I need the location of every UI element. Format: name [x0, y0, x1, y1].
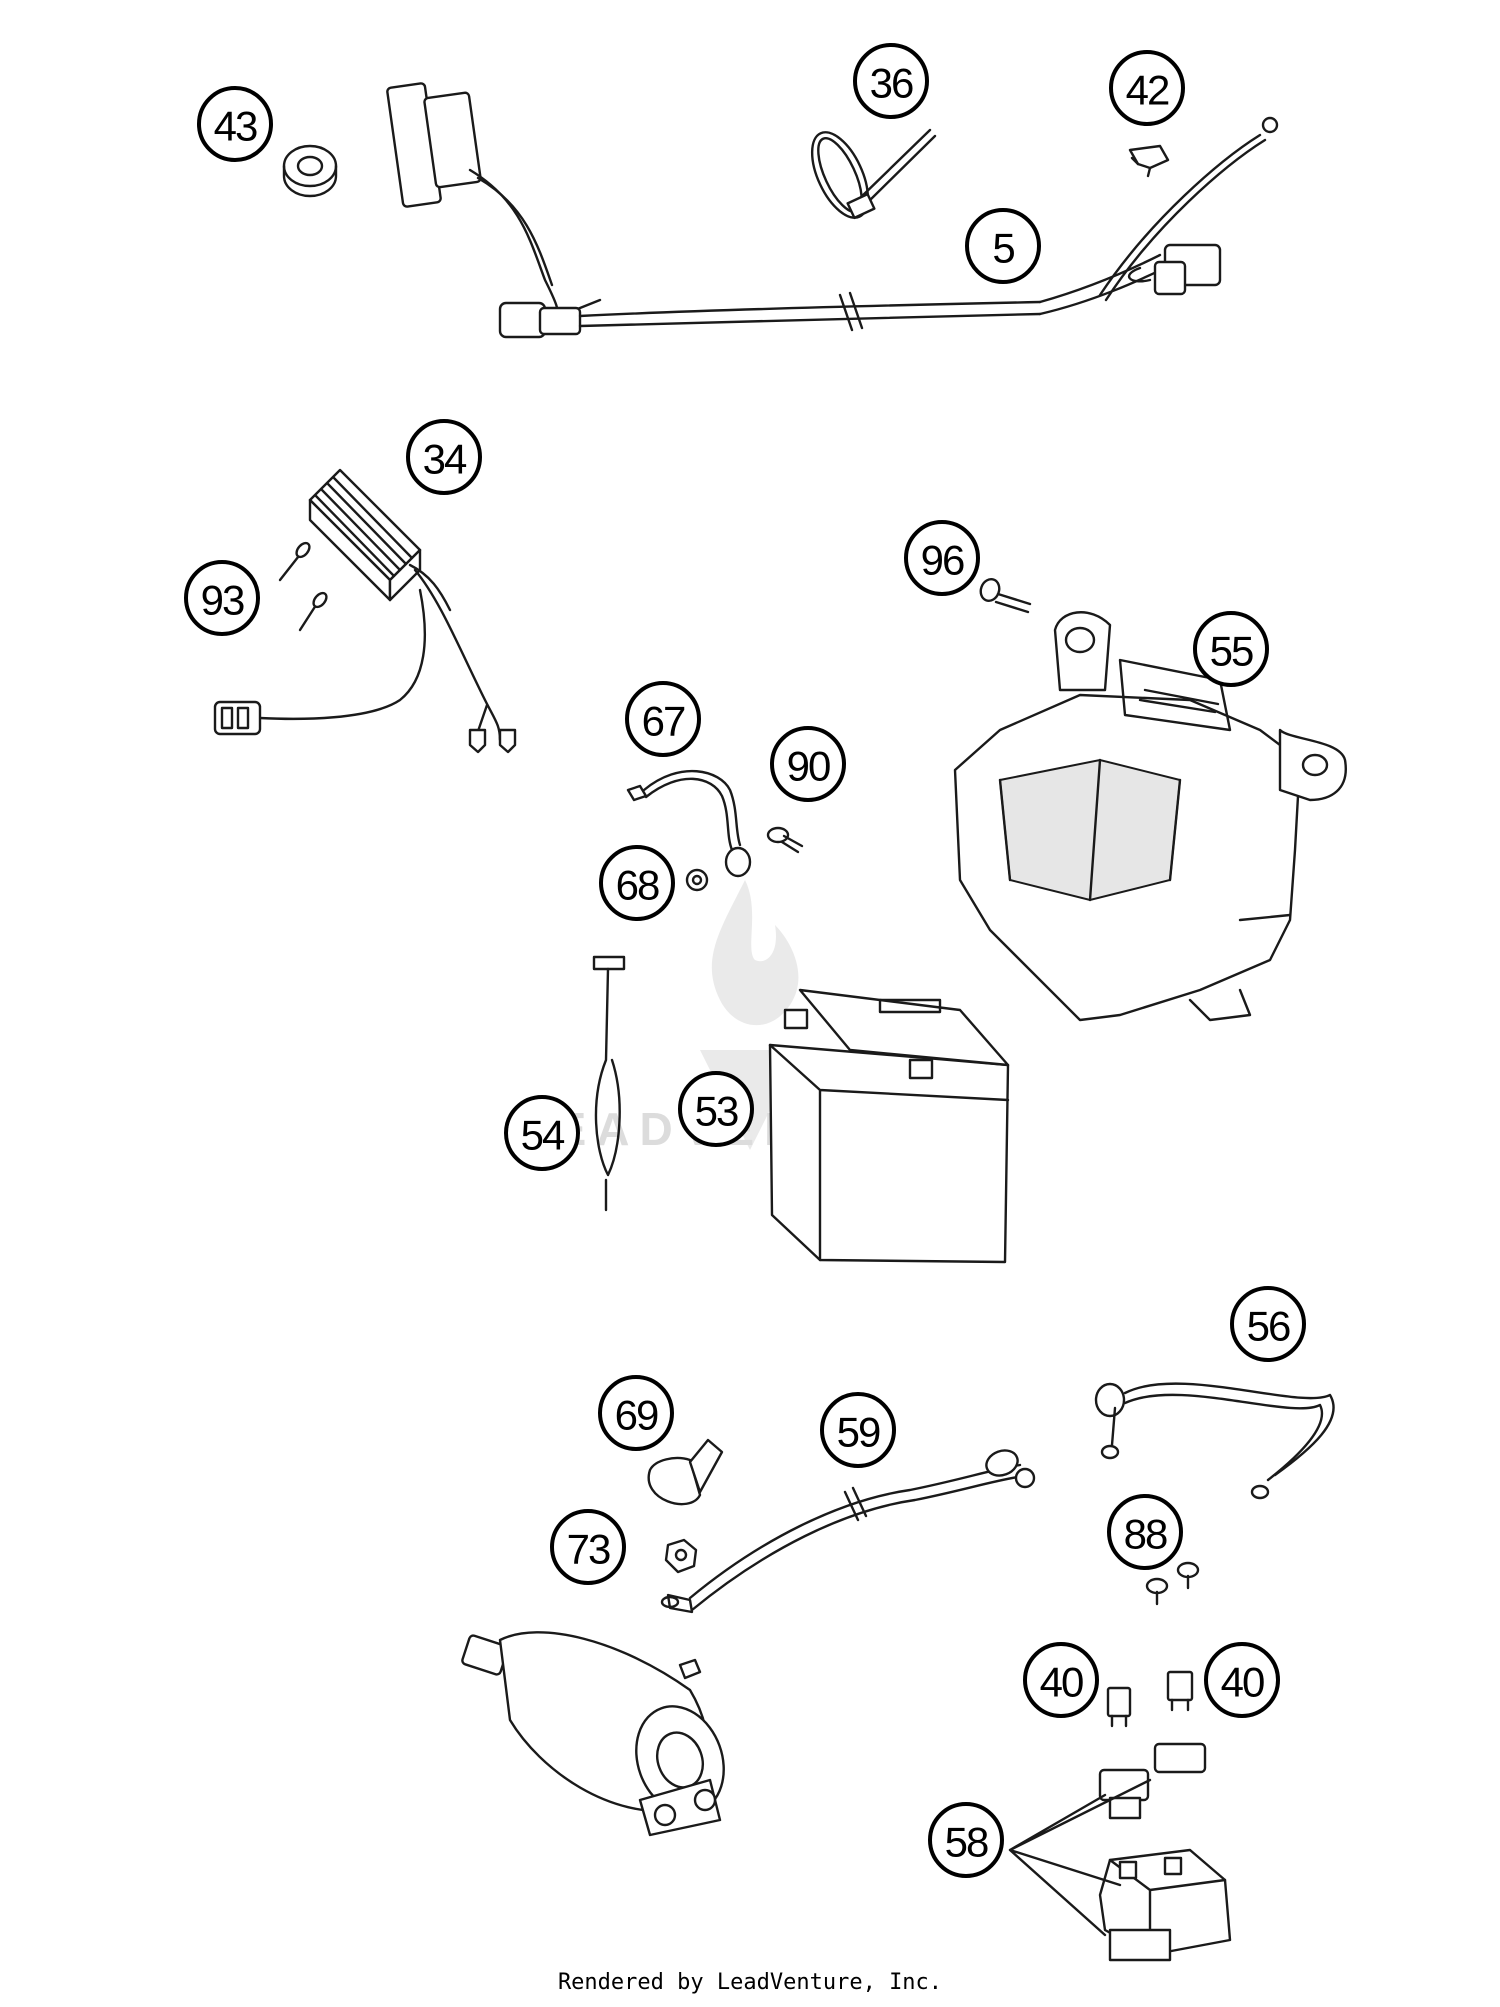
callout-label: 53 [695, 1088, 738, 1135]
callout-label: 88 [1124, 1511, 1167, 1558]
callout-label: 56 [1247, 1303, 1290, 1350]
callout-label: 42 [1126, 67, 1169, 114]
part-battery-box-55 [953, 611, 1347, 1022]
callout-label: 68 [616, 862, 659, 909]
part-washer-68 [685, 868, 709, 892]
callout-67[interactable]: 67 [625, 681, 701, 757]
callout-label: 96 [921, 537, 964, 584]
callout-label: 58 [945, 1819, 988, 1866]
part-battery-53 [768, 988, 1010, 1264]
part-bolt-96 [979, 578, 1032, 614]
callout-58[interactable]: 58 [928, 1802, 1004, 1878]
callout-56[interactable]: 56 [1230, 1286, 1306, 1362]
callout-42[interactable]: 42 [1109, 50, 1185, 126]
callout-40-left[interactable]: 40 [1023, 1642, 1099, 1718]
callout-label: 93 [201, 577, 244, 624]
part-cable-tie-36 [810, 128, 937, 220]
callout-34[interactable]: 34 [406, 419, 482, 495]
part-strap-54 [592, 955, 626, 1212]
callout-label: 34 [423, 436, 467, 483]
callout-40-right[interactable]: 40 [1204, 1642, 1280, 1718]
part-relay-58 [1008, 1742, 1232, 1962]
callout-label: 40 [1221, 1659, 1264, 1706]
callout-label: 5 [992, 225, 1014, 272]
part-screws-93 [278, 541, 328, 632]
callout-36[interactable]: 36 [853, 43, 929, 119]
callout-5[interactable]: 5 [965, 208, 1041, 284]
callout-label: 36 [870, 60, 913, 107]
callout-90[interactable]: 90 [770, 726, 846, 802]
callout-54[interactable]: 54 [504, 1095, 580, 1171]
part-cable-56 [1094, 1382, 1335, 1500]
footer-credit: Rendered by LeadVenture, Inc. [557, 1970, 943, 1995]
callout-label: 67 [642, 698, 685, 745]
part-nut-73 [664, 1538, 698, 1574]
callout-88[interactable]: 88 [1107, 1494, 1183, 1570]
callout-label: 90 [787, 743, 830, 790]
part-starter-motor [461, 1631, 725, 1837]
part-regulator-34 [213, 468, 517, 754]
part-clamp-43 [282, 144, 338, 198]
callout-96[interactable]: 96 [904, 520, 980, 596]
callout-label: 59 [837, 1409, 880, 1456]
callout-59[interactable]: 59 [820, 1392, 896, 1468]
part-cap-69 [647, 1438, 724, 1506]
callout-label: 40 [1040, 1659, 1083, 1706]
part-starter-cable-59 [660, 1449, 1036, 1614]
callout-label: 69 [615, 1392, 658, 1439]
callout-label: 43 [214, 103, 257, 150]
callout-68[interactable]: 68 [599, 845, 675, 921]
part-fuses-40 [1106, 1670, 1194, 1728]
callout-label: 55 [1210, 628, 1253, 675]
callout-73[interactable]: 73 [550, 1509, 626, 1585]
part-screw-90 [766, 826, 804, 854]
callout-label: 54 [521, 1112, 565, 1159]
part-clip-42 [1128, 144, 1170, 178]
callout-43[interactable]: 43 [197, 86, 273, 162]
part-ground-cable-67 [626, 769, 752, 878]
part-screws-88 [1145, 1561, 1200, 1606]
callout-53[interactable]: 53 [678, 1071, 754, 1147]
callout-55[interactable]: 55 [1193, 611, 1269, 687]
callout-69[interactable]: 69 [598, 1375, 674, 1451]
part-wiring-harness-5 [386, 82, 1279, 339]
callout-93[interactable]: 93 [184, 560, 260, 636]
callout-label: 73 [567, 1526, 610, 1573]
